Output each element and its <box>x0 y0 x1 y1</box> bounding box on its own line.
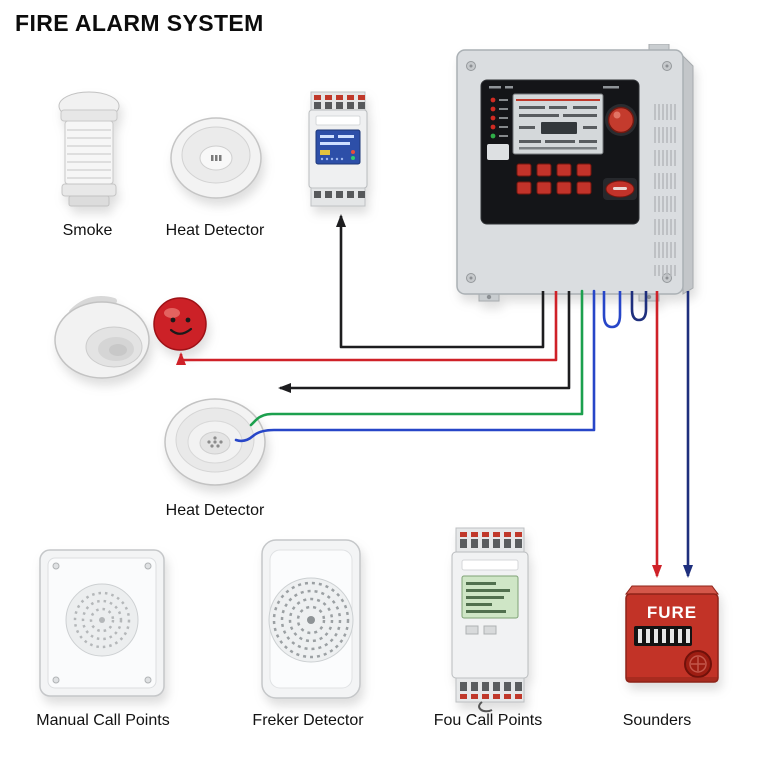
label-smoke: Smoke <box>62 222 113 239</box>
manual-call-points-icon <box>39 549 165 697</box>
sounder-emblem <box>684 650 712 678</box>
panel-tab-screw-left <box>486 294 492 300</box>
freker-detector-device <box>256 536 366 709</box>
label-heat-detector-1: Heat Detector <box>165 222 265 239</box>
freker-grill-rings <box>272 581 350 659</box>
smoke-body-ribs <box>67 129 111 179</box>
din-top-terminal-slots <box>314 102 365 109</box>
label-heat-detector-2: Heat Detector <box>165 502 265 519</box>
panel-vent-slots <box>654 104 676 276</box>
fou-top-terminal-slots <box>460 539 522 548</box>
label-sounders: Sounders <box>622 712 692 729</box>
control-panel-icon <box>456 43 694 302</box>
sprinkler-horn-device <box>52 292 264 397</box>
panel-button-grid[interactable] <box>516 163 592 195</box>
fou-bottom-terminal-marks <box>460 694 522 699</box>
panel-left-label <box>487 144 509 160</box>
wire-panel-to-heat-detector-green <box>249 289 584 427</box>
label-fou-call-points: Fou Call Points <box>433 712 543 729</box>
sounder-top-face <box>625 585 719 595</box>
panel-evacuate-button[interactable] <box>603 178 637 200</box>
sounder-box-text: FURE <box>647 603 697 622</box>
freker-grill-center <box>307 616 315 624</box>
smoke-detector-device <box>50 88 128 221</box>
panel-lcd-content <box>516 99 600 150</box>
heat1-center-slots <box>211 155 222 161</box>
din-label-strip <box>315 115 361 126</box>
fire-alarm-control-panel-device <box>453 43 697 307</box>
fou-call-points-icon <box>451 527 529 713</box>
mcp-grill-center <box>99 617 105 623</box>
panel-alarm-knob[interactable] <box>605 104 637 136</box>
mcp-screws <box>52 562 152 684</box>
din-pcb-details <box>320 135 355 161</box>
heat-detector-2-icon <box>164 398 266 486</box>
horn-throat <box>109 344 127 356</box>
sounder-icon: FURE <box>625 585 719 683</box>
mcp-grill-rings <box>73 591 131 649</box>
heat-detector-2-device <box>162 396 268 497</box>
fou-bottom-terminal-slots <box>460 682 522 691</box>
fou-buttons[interactable] <box>465 625 497 635</box>
smoke-foot <box>68 195 110 207</box>
wire-panel-to-heat-detector-blue <box>234 289 596 443</box>
panel-tab-screw-right <box>646 294 652 300</box>
smoke-cap-rim <box>60 109 118 122</box>
panel-side-fold <box>682 54 694 295</box>
smoke-base <box>61 183 117 197</box>
sounder-bottom-shade <box>626 677 718 682</box>
heat2-center-holes <box>207 436 223 448</box>
label-manual-call-points: Manual Call Points <box>36 712 170 729</box>
fou-bottom-terminals <box>455 677 525 703</box>
panel-status-leds <box>490 97 508 139</box>
smoke-detector-icon <box>58 91 120 207</box>
sounder-grill-slots <box>638 629 690 643</box>
fou-top-terminals <box>455 527 525 553</box>
smiley-ball <box>153 297 207 351</box>
din-pcb-window <box>315 129 361 165</box>
din-top-terminal-marks <box>314 95 365 100</box>
fou-pigtail-wire <box>478 701 493 713</box>
fou-label-strip <box>461 559 519 571</box>
fou-top-terminal-marks <box>460 532 522 537</box>
freker-detector-icon <box>261 539 361 699</box>
sprinkler-horn-icon <box>54 296 207 379</box>
fou-call-points-device <box>446 526 534 719</box>
fou-lcd-text-lines <box>466 582 510 613</box>
page-title: FIRE ALARM SYSTEM <box>15 10 264 36</box>
heat-detector-1-device <box>168 112 264 209</box>
din-bottom-terminal-slots <box>314 191 365 198</box>
manual-call-points-device <box>36 546 171 707</box>
heat-detector-1-icon <box>170 117 262 199</box>
sounder-device: FURE <box>622 582 726 691</box>
label-freker-detector: Freker Detector <box>252 712 364 729</box>
din-relay-module-icon <box>308 91 368 207</box>
din-relay-module-device <box>303 90 373 213</box>
bezel-top-markings <box>489 86 619 89</box>
